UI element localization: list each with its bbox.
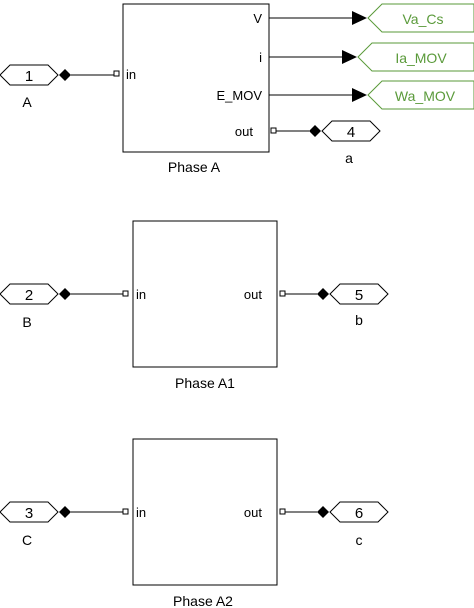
arrow-emov-icon	[352, 88, 367, 102]
outport-6-diamond	[317, 506, 329, 518]
outport-5-diamond	[317, 288, 329, 300]
phase-a1-out-port-marker	[279, 290, 286, 297]
outport-5-shape[interactable]	[329, 283, 389, 305]
outport-4-number: 4	[347, 124, 355, 141]
goto-wa-mov-label: Wa_MOV	[395, 88, 456, 104]
outport-4-shape[interactable]	[321, 120, 381, 142]
goto-ia-mov-shape[interactable]	[357, 42, 474, 72]
inport-1[interactable]: 1 A	[0, 64, 59, 110]
inport-1-number: 1	[25, 68, 33, 85]
inport-2[interactable]: 2 B	[0, 283, 59, 330]
phase-a1-subsystem[interactable]: in out Phase A1	[122, 220, 286, 391]
phase-a2-in-label: in	[136, 505, 146, 520]
goto-va-cs-label: Va_Cs	[403, 11, 444, 27]
phase-a1-caption: Phase A1	[175, 375, 235, 391]
goto-ia-mov[interactable]: Ia_MOV	[357, 42, 474, 72]
phase-a2-out-label: out	[244, 505, 262, 520]
inport-1-name: A	[22, 94, 32, 110]
phase-a1-block[interactable]	[132, 220, 278, 368]
outport-5[interactable]: 5 b	[329, 283, 389, 328]
outport-4-diamond	[309, 125, 321, 137]
inport-3[interactable]: 3 C	[0, 501, 59, 548]
phase-a-subsystem[interactable]: in V i E_MOV out Phase A	[113, 3, 277, 175]
inport-1-diamond	[59, 69, 71, 81]
outport-5-name: b	[355, 312, 363, 328]
inport-3-diamond	[59, 506, 71, 518]
phase-a-out-label: out	[235, 124, 253, 139]
phase-a-caption: Phase A	[168, 159, 221, 175]
outport-5-number: 5	[355, 287, 363, 304]
phase-a-out-port-marker	[270, 127, 277, 134]
outport-4-name: a	[345, 150, 353, 166]
outport-6-name: c	[356, 532, 363, 548]
outport-6-number: 6	[355, 505, 363, 522]
phase-a1-out-label: out	[244, 287, 262, 302]
arrow-v-icon	[352, 11, 367, 25]
outport-6[interactable]: 6 c	[329, 501, 389, 548]
inport-2-shape[interactable]	[0, 283, 59, 305]
phase-a-in-port-marker	[113, 70, 120, 77]
phase-a2-caption: Phase A2	[173, 593, 233, 608]
inport-2-diamond	[59, 288, 71, 300]
arrow-i-icon	[342, 50, 357, 64]
goto-va-cs-shape[interactable]	[367, 3, 474, 33]
inport-3-number: 3	[25, 505, 33, 522]
goto-va-cs[interactable]: Va_Cs	[367, 3, 474, 33]
phase-a-emov-label: E_MOV	[216, 88, 262, 103]
phase-a1-in-port-marker	[122, 290, 129, 297]
goto-wa-mov[interactable]: Wa_MOV	[367, 80, 474, 110]
goto-ia-mov-label: Ia_MOV	[395, 50, 447, 66]
phase-a-in-label: in	[126, 67, 136, 82]
inport-2-name: B	[22, 314, 31, 330]
phase-a2-block[interactable]	[132, 438, 278, 586]
inport-3-shape[interactable]	[0, 501, 59, 523]
outport-6-shape[interactable]	[329, 501, 389, 523]
inport-3-name: C	[22, 532, 32, 548]
phase-a2-subsystem[interactable]: in out Phase A2	[122, 438, 286, 608]
phase-a2-in-port-marker	[122, 508, 129, 515]
phase-a-v-label: V	[253, 11, 262, 26]
phase-a-block[interactable]	[122, 3, 270, 153]
outport-4[interactable]: 4 a	[321, 120, 381, 166]
inport-1-shape[interactable]	[0, 64, 59, 86]
phase-a2-out-port-marker	[279, 508, 286, 515]
goto-wa-mov-shape[interactable]	[367, 80, 474, 110]
inport-2-number: 2	[25, 287, 33, 304]
phase-a1-in-label: in	[136, 287, 146, 302]
phase-a-i-label: i	[259, 50, 262, 65]
